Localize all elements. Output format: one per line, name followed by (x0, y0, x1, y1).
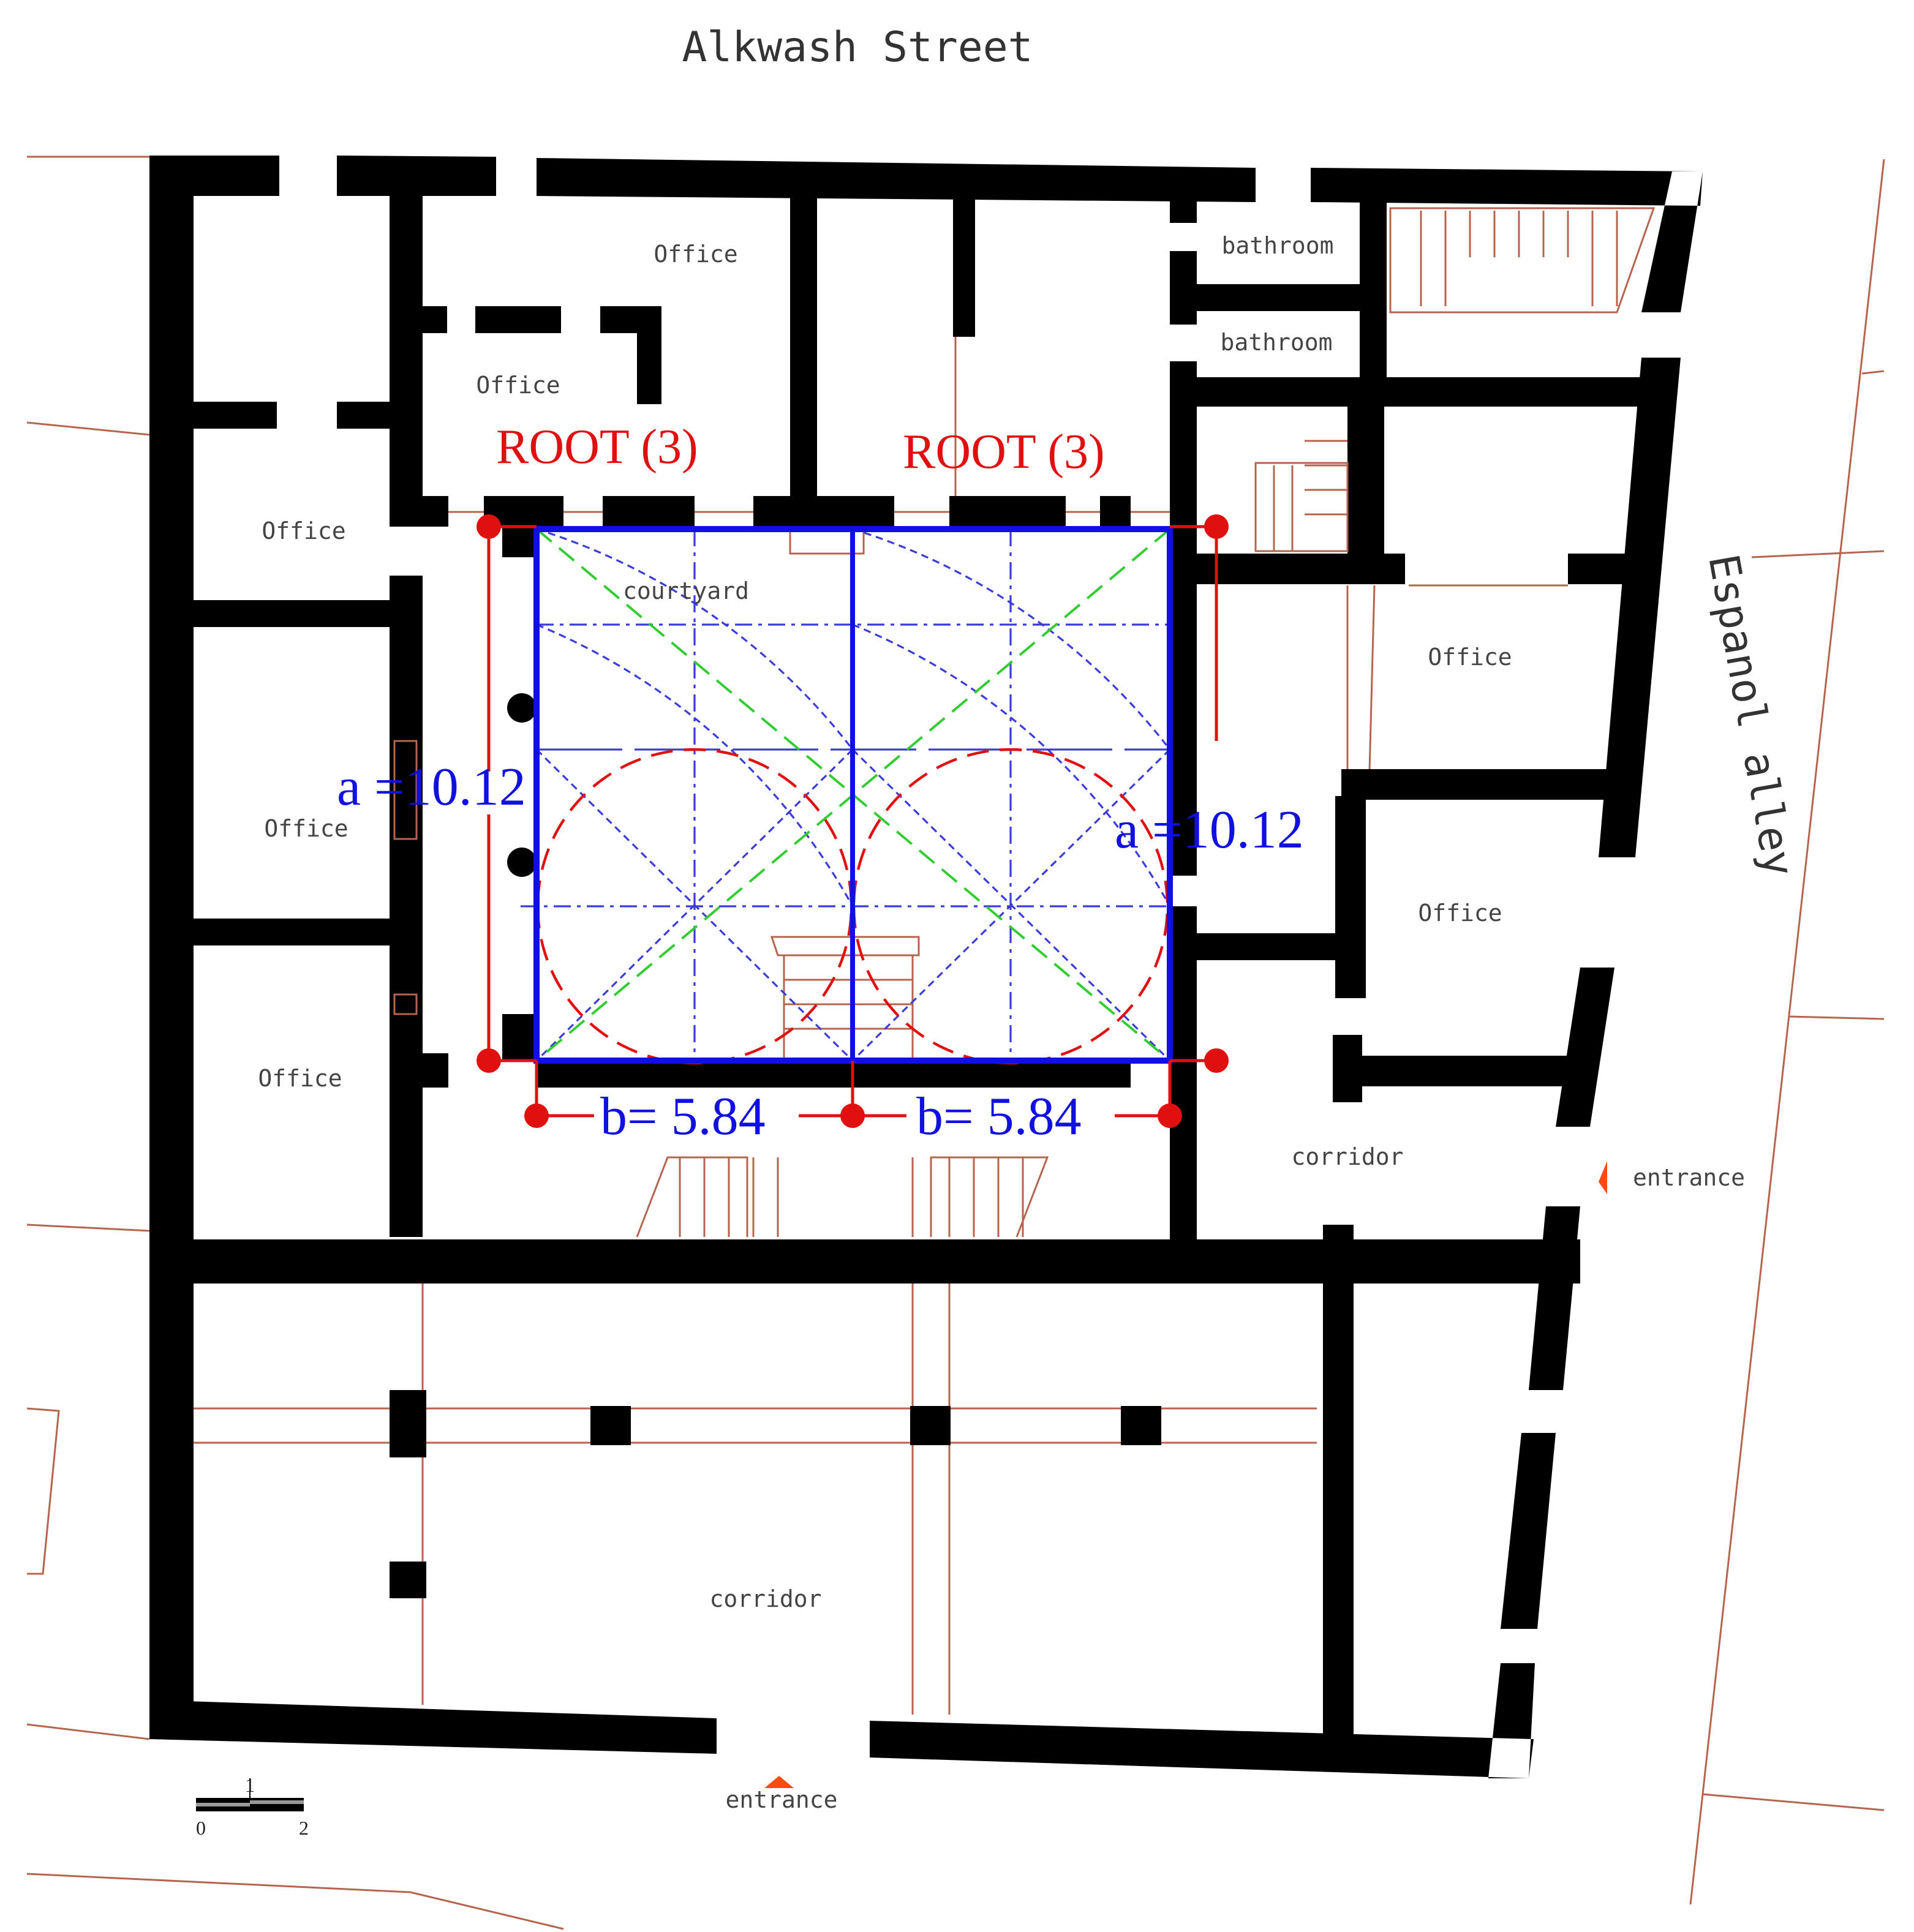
room-label: Office (1418, 900, 1502, 927)
dimension-a-left: a =10.12 (337, 757, 526, 817)
root-label-right: ROOT (3) (903, 425, 1105, 479)
room-label: Office (1428, 644, 1512, 671)
street-label-right: Espanol alley (1698, 551, 1803, 880)
room-labels: OfficeOfficeOfficeOfficeOfficebathroomba… (258, 232, 1512, 1612)
interior-walls (149, 196, 1675, 1739)
entrance-label-south: entrance (725, 1786, 837, 1813)
room-label: corridor (1291, 1143, 1403, 1170)
room-label: Office (258, 1065, 342, 1092)
dimension-a-right: a =10.12 (1115, 800, 1304, 860)
room-label: courtyard (623, 577, 749, 604)
scale-mid-label: 1 (245, 1774, 255, 1796)
blue-diagonals-and-arcs (535, 528, 1171, 1062)
courtyard-geometry (477, 514, 1229, 1128)
root-label-left: ROOT (3) (496, 420, 698, 474)
dimension-b-left: b= 5.84 (600, 1087, 766, 1146)
entrance-marker-icon (1599, 1161, 1607, 1194)
site-boundaries (26, 156, 1885, 1930)
stairs (393, 207, 1656, 1238)
street-label-top: Alkwash Street (682, 23, 1033, 72)
scale-bar: 1 0 2 (196, 1774, 309, 1839)
entrance-label-east: entrance (1633, 1164, 1745, 1191)
room-label: bathroom (1221, 232, 1333, 259)
dash-dot-axes (521, 529, 1170, 1061)
dimension-b-right: b= 5.84 (916, 1087, 1082, 1146)
scale-end-label: 2 (299, 1817, 309, 1839)
room-label: Office (476, 372, 560, 399)
scale-bar-stripes (196, 1800, 304, 1806)
room-label: Office (654, 241, 737, 268)
room-label: Office (264, 815, 348, 842)
entrance-marker-icon (764, 1776, 794, 1788)
room-label: bathroom (1220, 329, 1332, 356)
scale-start-label: 0 (196, 1817, 206, 1839)
room-label: corridor (709, 1585, 821, 1612)
room-label: Office (262, 517, 345, 544)
